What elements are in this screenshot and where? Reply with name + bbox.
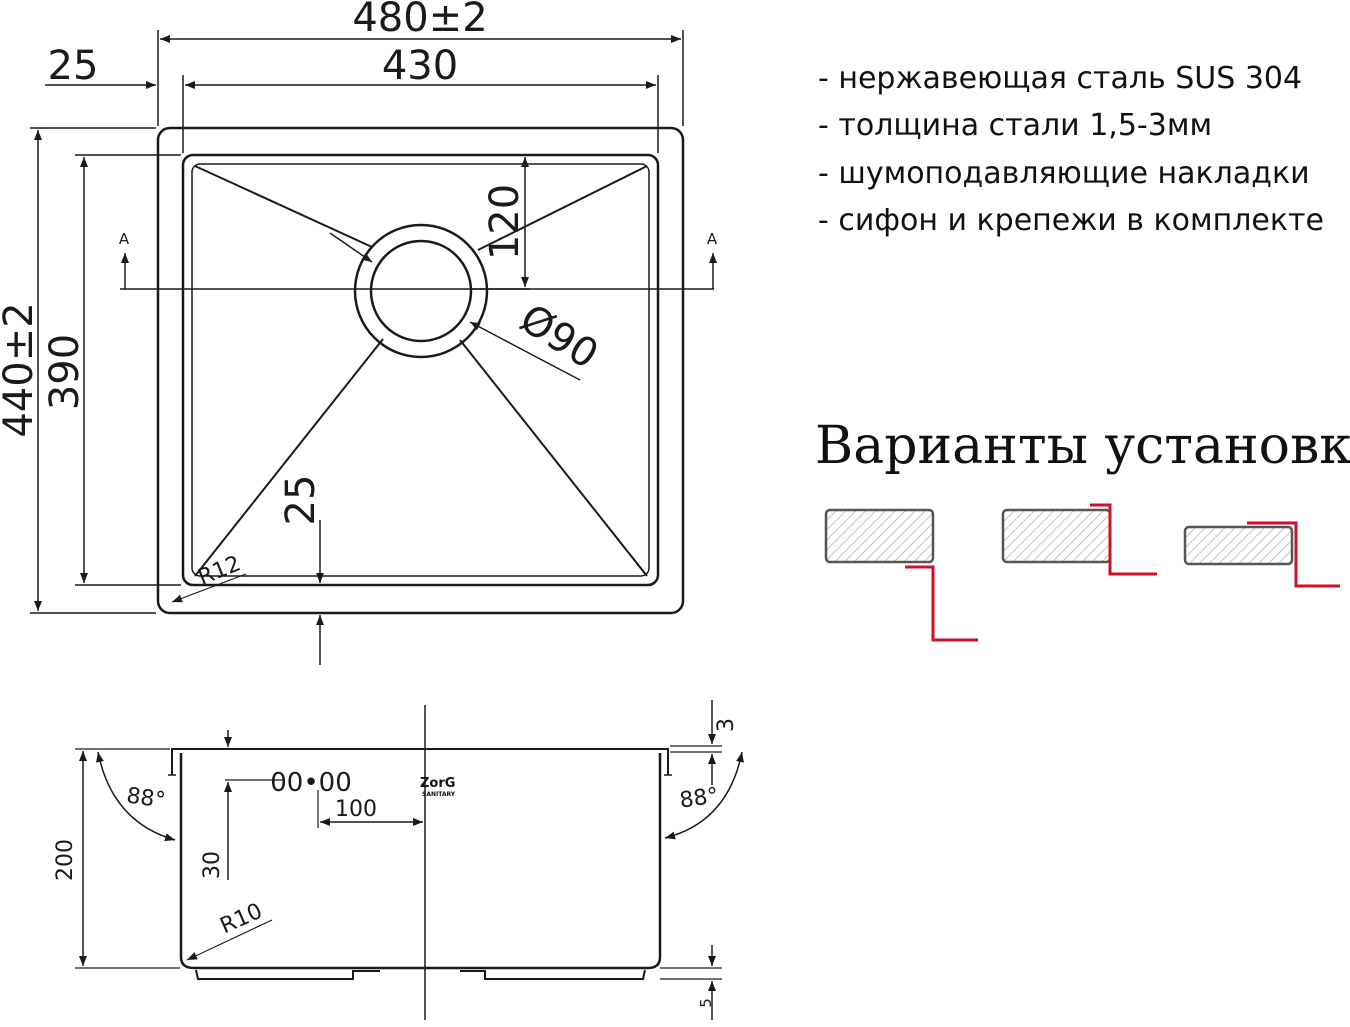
dim-width-inner-label: 430 [382,43,458,89]
section-mark-left: A [119,230,130,248]
dim-drain-diameter-label: Ø90 [512,296,606,379]
plan-view: A A 480±2 430 25 440±2 [0,0,718,665]
install-option-overmount [1183,521,1340,588]
dim-height-outer-label: 440±2 [0,302,42,437]
dim-angle-right-label: 88° [678,783,720,813]
dim-angle-left: 88° [96,751,176,842]
install-option-undermount [824,508,978,642]
dim-width-outer-label: 480±2 [352,0,487,41]
svg-text:SANITARY: SANITARY [422,791,456,798]
overflow-slots: 00•00 [270,768,352,798]
feature-item: - сифон и крепежи в комплекте [818,203,1324,238]
dim-flange-label: 3 [714,718,739,732]
section-mark-right: A [707,230,718,248]
dim-height-inner: 390 [42,154,181,586]
dim-bottom-rim-label: 25 [278,475,324,526]
dim-height-outer: 440±2 [0,127,156,614]
dim-width-inner: 430 [182,43,659,153]
install-option-flush [1001,503,1157,576]
feature-item: - нержавеющая сталь SUS 304 [818,61,1302,96]
features-list: - нержавеющая сталь SUS 304 - толщина ст… [818,61,1324,238]
dim-drain-offset-label: 120 [482,184,528,260]
svg-text:ZorG: ZorG [420,776,455,791]
dim-height-inner-label: 390 [42,334,88,410]
dim-overflow-offset-label: 100 [335,797,377,822]
dim-bottom-gap-label: 5 [697,998,715,1008]
feature-item: - толщина стали 1,5-3мм [818,108,1212,143]
bottom-slope-lines [194,165,648,577]
sink-bowl [181,153,660,587]
section-line-a: A A [119,230,718,290]
sink-outer-rim [156,126,685,615]
dim-bottom-rim: 25 [278,475,324,665]
feature-item: - шумоподавляющие накладки [818,156,1310,191]
install-title: Варианты установки [815,416,1350,476]
dim-angle-right: 88° [664,751,744,840]
dim-depth: 200 [53,748,180,969]
dim-inner-radius: R10 [186,899,273,961]
dim-overflow-height: 30 [200,730,285,880]
dim-rim: 25 [45,43,156,89]
dim-rim-label: 25 [48,43,99,89]
drain [353,223,489,359]
dim-bottom-gap: 5 [660,945,722,1020]
dim-depth-label: 200 [53,839,78,881]
dim-width-outer: 480±2 [157,0,684,126]
dim-overflow-offset: 100 [317,790,423,828]
sink-bowl-inner [191,163,650,577]
zorg-logo: ZorG SANITARY [420,776,456,798]
dim-overflow-height-label: 30 [200,851,225,879]
dim-drain-offset: 120 [470,157,530,290]
dim-angle-left-label: 88° [125,783,167,813]
section-view: 00•00 ZorG SANITARY 100 30 200 [53,700,744,1020]
dim-inner-radius-label: R10 [217,899,267,939]
section-bowl-profile [179,753,662,970]
dim-flange: 3 [670,700,739,785]
